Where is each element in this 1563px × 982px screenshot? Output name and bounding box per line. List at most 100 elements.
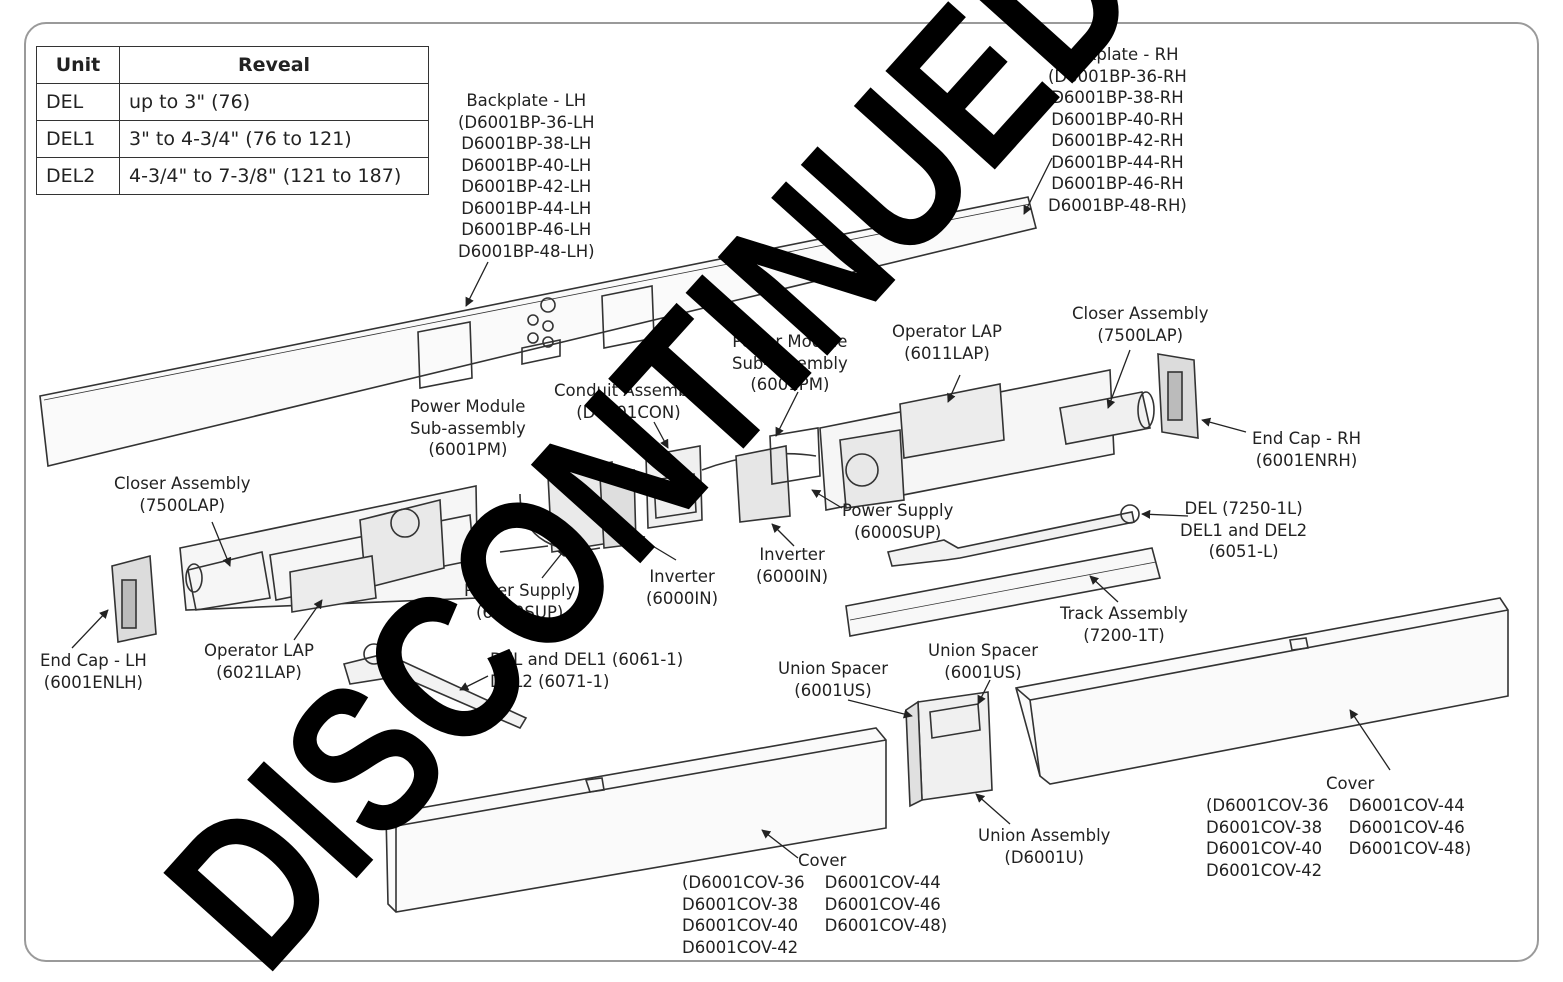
label-line: D6001BP-48-LH): [458, 241, 595, 261]
label-line: (6051-L): [1208, 542, 1279, 561]
label-line: Sub-assembly: [732, 353, 848, 373]
label-line: DEL and DEL1 (6061-1): [490, 650, 684, 669]
label-operator-lap-left: Operator LAP (6021LAP): [204, 640, 314, 683]
label-line: D6001BP-42-LH: [461, 177, 592, 196]
label-line: (6001PM): [750, 375, 830, 394]
label-line: (6000SUP): [475, 602, 564, 622]
label-inverter-left: Inverter (6000IN): [646, 566, 718, 609]
label-track-assembly: Track Assembly (7200-1T): [1060, 603, 1188, 646]
label-line: (7500LAP): [139, 495, 226, 515]
label-line: D6001COV-44: [1348, 796, 1465, 815]
label-line: D6001BP-42-RH: [1051, 131, 1184, 150]
label-closer-assembly-left: Closer Assembly (7500LAP): [114, 473, 251, 516]
label-line: D6001BP-48-RH): [1048, 195, 1187, 215]
label-line: (7500LAP): [1097, 325, 1184, 345]
label-line: Power Supply: [842, 501, 954, 520]
track-assembly-part: [845, 547, 1161, 637]
label-line: D6001BP-38-RH: [1051, 88, 1184, 107]
del-arm-right-part: [886, 504, 1140, 567]
label-line: (6001US): [944, 662, 1022, 682]
label-line: (6001ENRH): [1255, 450, 1358, 470]
label-line: Operator LAP: [892, 322, 1002, 341]
label-closer-assembly-right: Closer Assembly (7500LAP): [1072, 303, 1209, 346]
label-line: D6001COV-38: [1206, 817, 1323, 837]
label-operator-lap-right: Operator LAP (6011LAP): [892, 321, 1002, 364]
label-union-assembly: Union Assembly (D6001U): [978, 825, 1110, 868]
label-line: D6001COV-40: [1206, 839, 1323, 858]
table-row: DEL1 3" to 4-3/4" (76 to 121): [36, 120, 429, 158]
label-line: D6001COV-48): [1348, 839, 1472, 858]
table-header-unit: Unit: [36, 46, 120, 84]
label-line: Conduit Assembly: [554, 381, 703, 400]
label-line: End Cap - RH: [1252, 429, 1362, 448]
label-line: Closer Assembly: [1072, 304, 1209, 323]
label-line: (6001ENLH): [43, 672, 143, 692]
label-line: (D6001COV-36: [682, 873, 805, 892]
label-line: Union Assembly: [978, 826, 1111, 845]
label-end-cap-lh: End Cap - LH (6001ENLH): [40, 650, 147, 693]
label-line: (6021LAP): [216, 662, 302, 682]
table-cell-reveal: 3" to 4-3/4" (76 to 121): [119, 120, 429, 158]
label-cover-left-title: Cover: [798, 851, 847, 870]
label-line: (6001PM): [428, 440, 508, 459]
del-arm-left-part: [342, 643, 528, 730]
label-line: D6001COV-42: [682, 937, 799, 957]
label-line: D6001COV-48): [824, 916, 948, 935]
label-line: (6000IN): [646, 588, 719, 608]
union-assembly-part: [905, 691, 993, 808]
table-header-row: Unit Reveal: [36, 46, 429, 84]
label-line: D6001COV-46: [824, 894, 941, 914]
label-line: (D6001CON): [576, 402, 681, 422]
label-conduit-assembly: Conduit Assembly (D6001CON): [554, 380, 703, 423]
cover-left-column-1: (D6001COV-36 D6001COV-38 D6001COV-40 D60…: [682, 872, 805, 958]
end-cap-lh-part: [111, 554, 157, 643]
label-line: Union Spacer: [928, 641, 1038, 660]
backplate-part: [39, 196, 1037, 467]
label-union-spacer-left: Union Spacer (6001US): [778, 658, 888, 701]
end-cap-rh-part: [1157, 353, 1199, 439]
label-line: Sub-assembly: [410, 418, 526, 438]
leader-lines: [71, 157, 1391, 859]
label-backplate-rh: Backplate - RH (D6001BP-36-RH D6001BP-38…: [1048, 44, 1187, 216]
label-line: D6001COV-46: [1348, 817, 1465, 837]
label-line: (6000IN): [756, 566, 829, 586]
label-line: D6001COV-38: [682, 894, 799, 914]
cover-left-column-2: D6001COV-44 D6001COV-46 D6001COV-48): [825, 872, 948, 958]
label-line: D6001COV-42: [1206, 860, 1323, 880]
label-line: End Cap - LH: [40, 651, 147, 670]
cover-right-column-1: (D6001COV-36 D6001COV-38 D6001COV-40 D60…: [1206, 795, 1329, 881]
table-row: DEL2 4-3/4" to 7-3/8" (121 to 187): [36, 157, 429, 195]
label-line: Track Assembly: [1060, 604, 1188, 623]
label-power-module-left: Power Module Sub-assembly (6001PM): [410, 396, 526, 461]
label-line: (D6001U): [1004, 847, 1085, 867]
cover-right-part: [1014, 597, 1509, 785]
label-line: Operator LAP: [204, 641, 314, 660]
label-line: DEL2 (6071-1): [490, 671, 610, 691]
label-line: D6001COV-44: [824, 873, 941, 892]
cover-left-part: [385, 727, 887, 913]
diagram-frame: [24, 22, 1539, 962]
table-cell-reveal: up to 3" (76): [119, 83, 429, 121]
label-line: D6001BP-46-RH: [1051, 174, 1184, 193]
label-cover-left-parts: (D6001COV-36 D6001COV-38 D6001COV-40 D60…: [682, 872, 947, 958]
label-line: D6001COV-40: [682, 916, 799, 935]
label-line: Union Spacer: [778, 659, 888, 678]
label-cover-right-title: Cover: [1326, 774, 1375, 793]
label-inverter-right: Inverter (6000IN): [756, 544, 828, 587]
label-power-supply-left: Power Supply (6000SUP): [464, 580, 575, 623]
label-line: DEL (7250-1L): [1184, 499, 1303, 518]
left-closer-operator-part: [179, 485, 479, 613]
table-cell-unit: DEL2: [36, 157, 120, 195]
label-cover-right-parts: (D6001COV-36 D6001COV-38 D6001COV-40 D60…: [1206, 795, 1471, 881]
label-line: Power Module: [732, 332, 848, 351]
table-header-reveal: Reveal: [119, 46, 429, 84]
label-line: Power Supply: [464, 581, 576, 600]
label-end-cap-rh: End Cap - RH (6001ENRH): [1252, 428, 1361, 471]
table-cell-reveal: 4-3/4" to 7-3/8" (121 to 187): [119, 157, 429, 195]
label-line: (6011LAP): [904, 343, 990, 363]
label-line: D6001BP-40-LH: [461, 155, 592, 175]
cover-right-column-2: D6001COV-44 D6001COV-46 D6001COV-48): [1349, 795, 1472, 881]
label-line: (D6001BP-36-RH: [1048, 66, 1187, 86]
label-line: DEL1 and DEL2: [1180, 520, 1308, 540]
